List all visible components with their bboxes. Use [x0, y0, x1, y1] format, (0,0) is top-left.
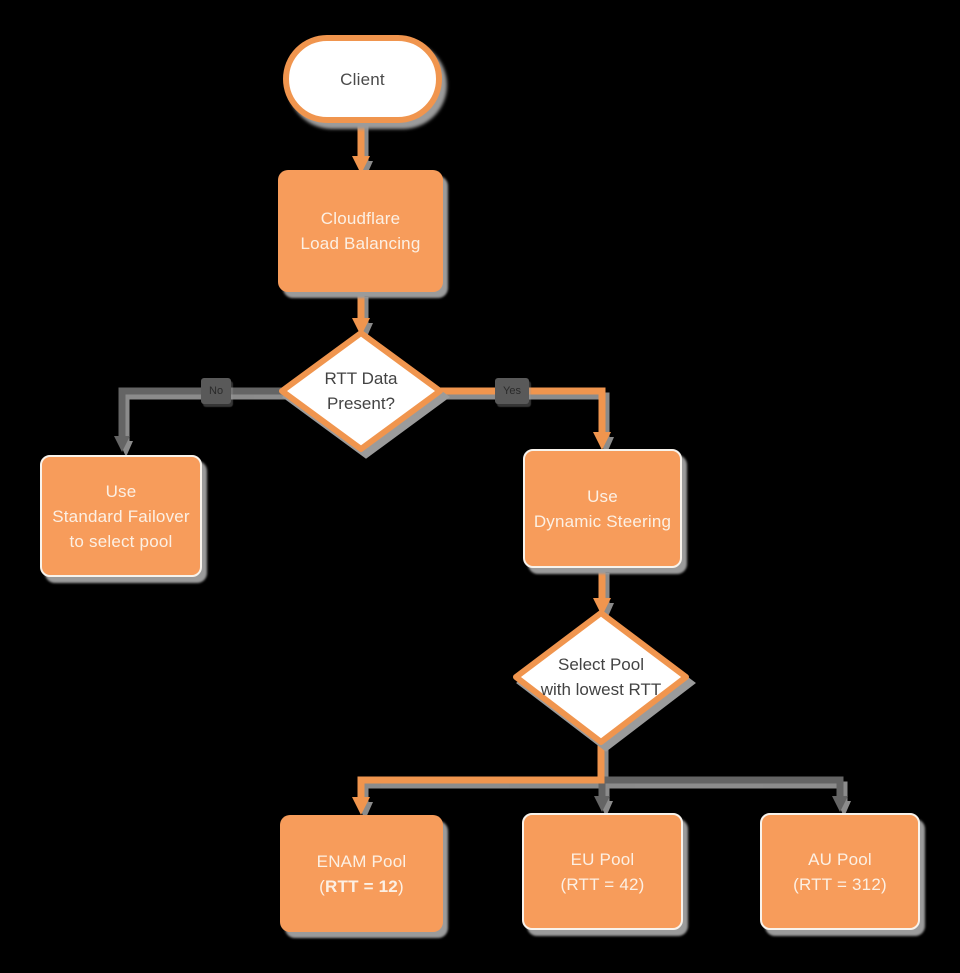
- edge-client-to-load-balancer: [352, 118, 370, 174]
- eu-pool-line2: (RTT = 42): [560, 874, 645, 894]
- enam-pool-paren-open: (: [319, 876, 326, 896]
- rtt-decision-line2: Present?: [326, 394, 396, 413]
- enam-pool-line1: ENAM Pool: [316, 851, 407, 871]
- edge-to-au-pool: [602, 776, 848, 812]
- au-pool-line1: AU Pool: [808, 849, 872, 869]
- arrowhead-down-icon: [352, 156, 370, 174]
- node-client-label: Client: [340, 69, 385, 89]
- decision-select-pool-label: Select Pool with lowest RTT: [516, 652, 686, 702]
- arrowhead-down-icon: [593, 598, 611, 616]
- eu-pool-line1: EU Pool: [570, 849, 635, 869]
- enam-pool-rtt-value: RTT = 12: [325, 876, 398, 896]
- arrowhead-down-icon: [594, 796, 610, 812]
- dynamic-steering-line1: Use: [587, 486, 618, 506]
- arrowhead-down-icon: [352, 318, 370, 336]
- node-dynamic-steering: Use Dynamic Steering: [523, 449, 682, 568]
- standard-failover-line1: Use: [105, 481, 137, 501]
- edge-label-yes: Yes: [495, 378, 529, 404]
- arrowhead-down-icon: [352, 797, 370, 815]
- decision-rtt-data-shape: [279, 330, 451, 459]
- standard-failover-line2: Standard Failover: [52, 506, 190, 526]
- node-au-pool: AU Pool (RTT = 312): [760, 813, 920, 930]
- arrowhead-down-icon: [114, 436, 130, 452]
- decision-rtt-data-label: RTT Data Present?: [291, 366, 431, 416]
- diamond-rtt-data: [279, 330, 443, 452]
- standard-failover-line3: to select pool: [69, 531, 173, 551]
- node-enam-pool: ENAM Pool (RTT = 12): [280, 815, 443, 932]
- edge-dynamic-steering-to-pool-decision: [593, 568, 611, 616]
- node-load-balancer-line2: Load Balancing: [300, 234, 421, 253]
- pool-decision-line1: Select Pool: [558, 655, 644, 674]
- arrowhead-down-icon: [832, 796, 848, 812]
- pool-decision-line2: with lowest RTT: [540, 680, 662, 699]
- edge-yes-to-dynamic-steering: [438, 387, 611, 450]
- node-load-balancer: Cloudflare Load Balancing: [278, 170, 443, 292]
- arrowhead-down-icon: [593, 432, 611, 450]
- node-client: Client: [283, 35, 442, 123]
- node-standard-failover: Use Standard Failover to select pool: [40, 455, 202, 577]
- enam-pool-paren-close: ): [397, 876, 404, 896]
- edge-no-to-standard-failover: [114, 387, 284, 452]
- edge-to-enam-pool: [352, 742, 605, 815]
- au-pool-line2: (RTT = 312): [793, 874, 887, 894]
- edge-shadows: [119, 123, 851, 820]
- node-eu-pool: EU Pool (RTT = 42): [522, 813, 683, 930]
- diamond-select-pool: [513, 610, 689, 745]
- edge-label-no: No: [201, 378, 232, 404]
- node-load-balancer-line1: Cloudflare: [320, 209, 401, 228]
- decision-select-pool-shape: [513, 610, 696, 752]
- rtt-decision-line1: RTT Data: [324, 369, 398, 388]
- enam-pool-line2: (RTT = 12): [319, 874, 404, 899]
- edge-load-balancer-to-rtt-decision: [352, 292, 370, 336]
- dynamic-steering-line2: Dynamic Steering: [533, 511, 672, 531]
